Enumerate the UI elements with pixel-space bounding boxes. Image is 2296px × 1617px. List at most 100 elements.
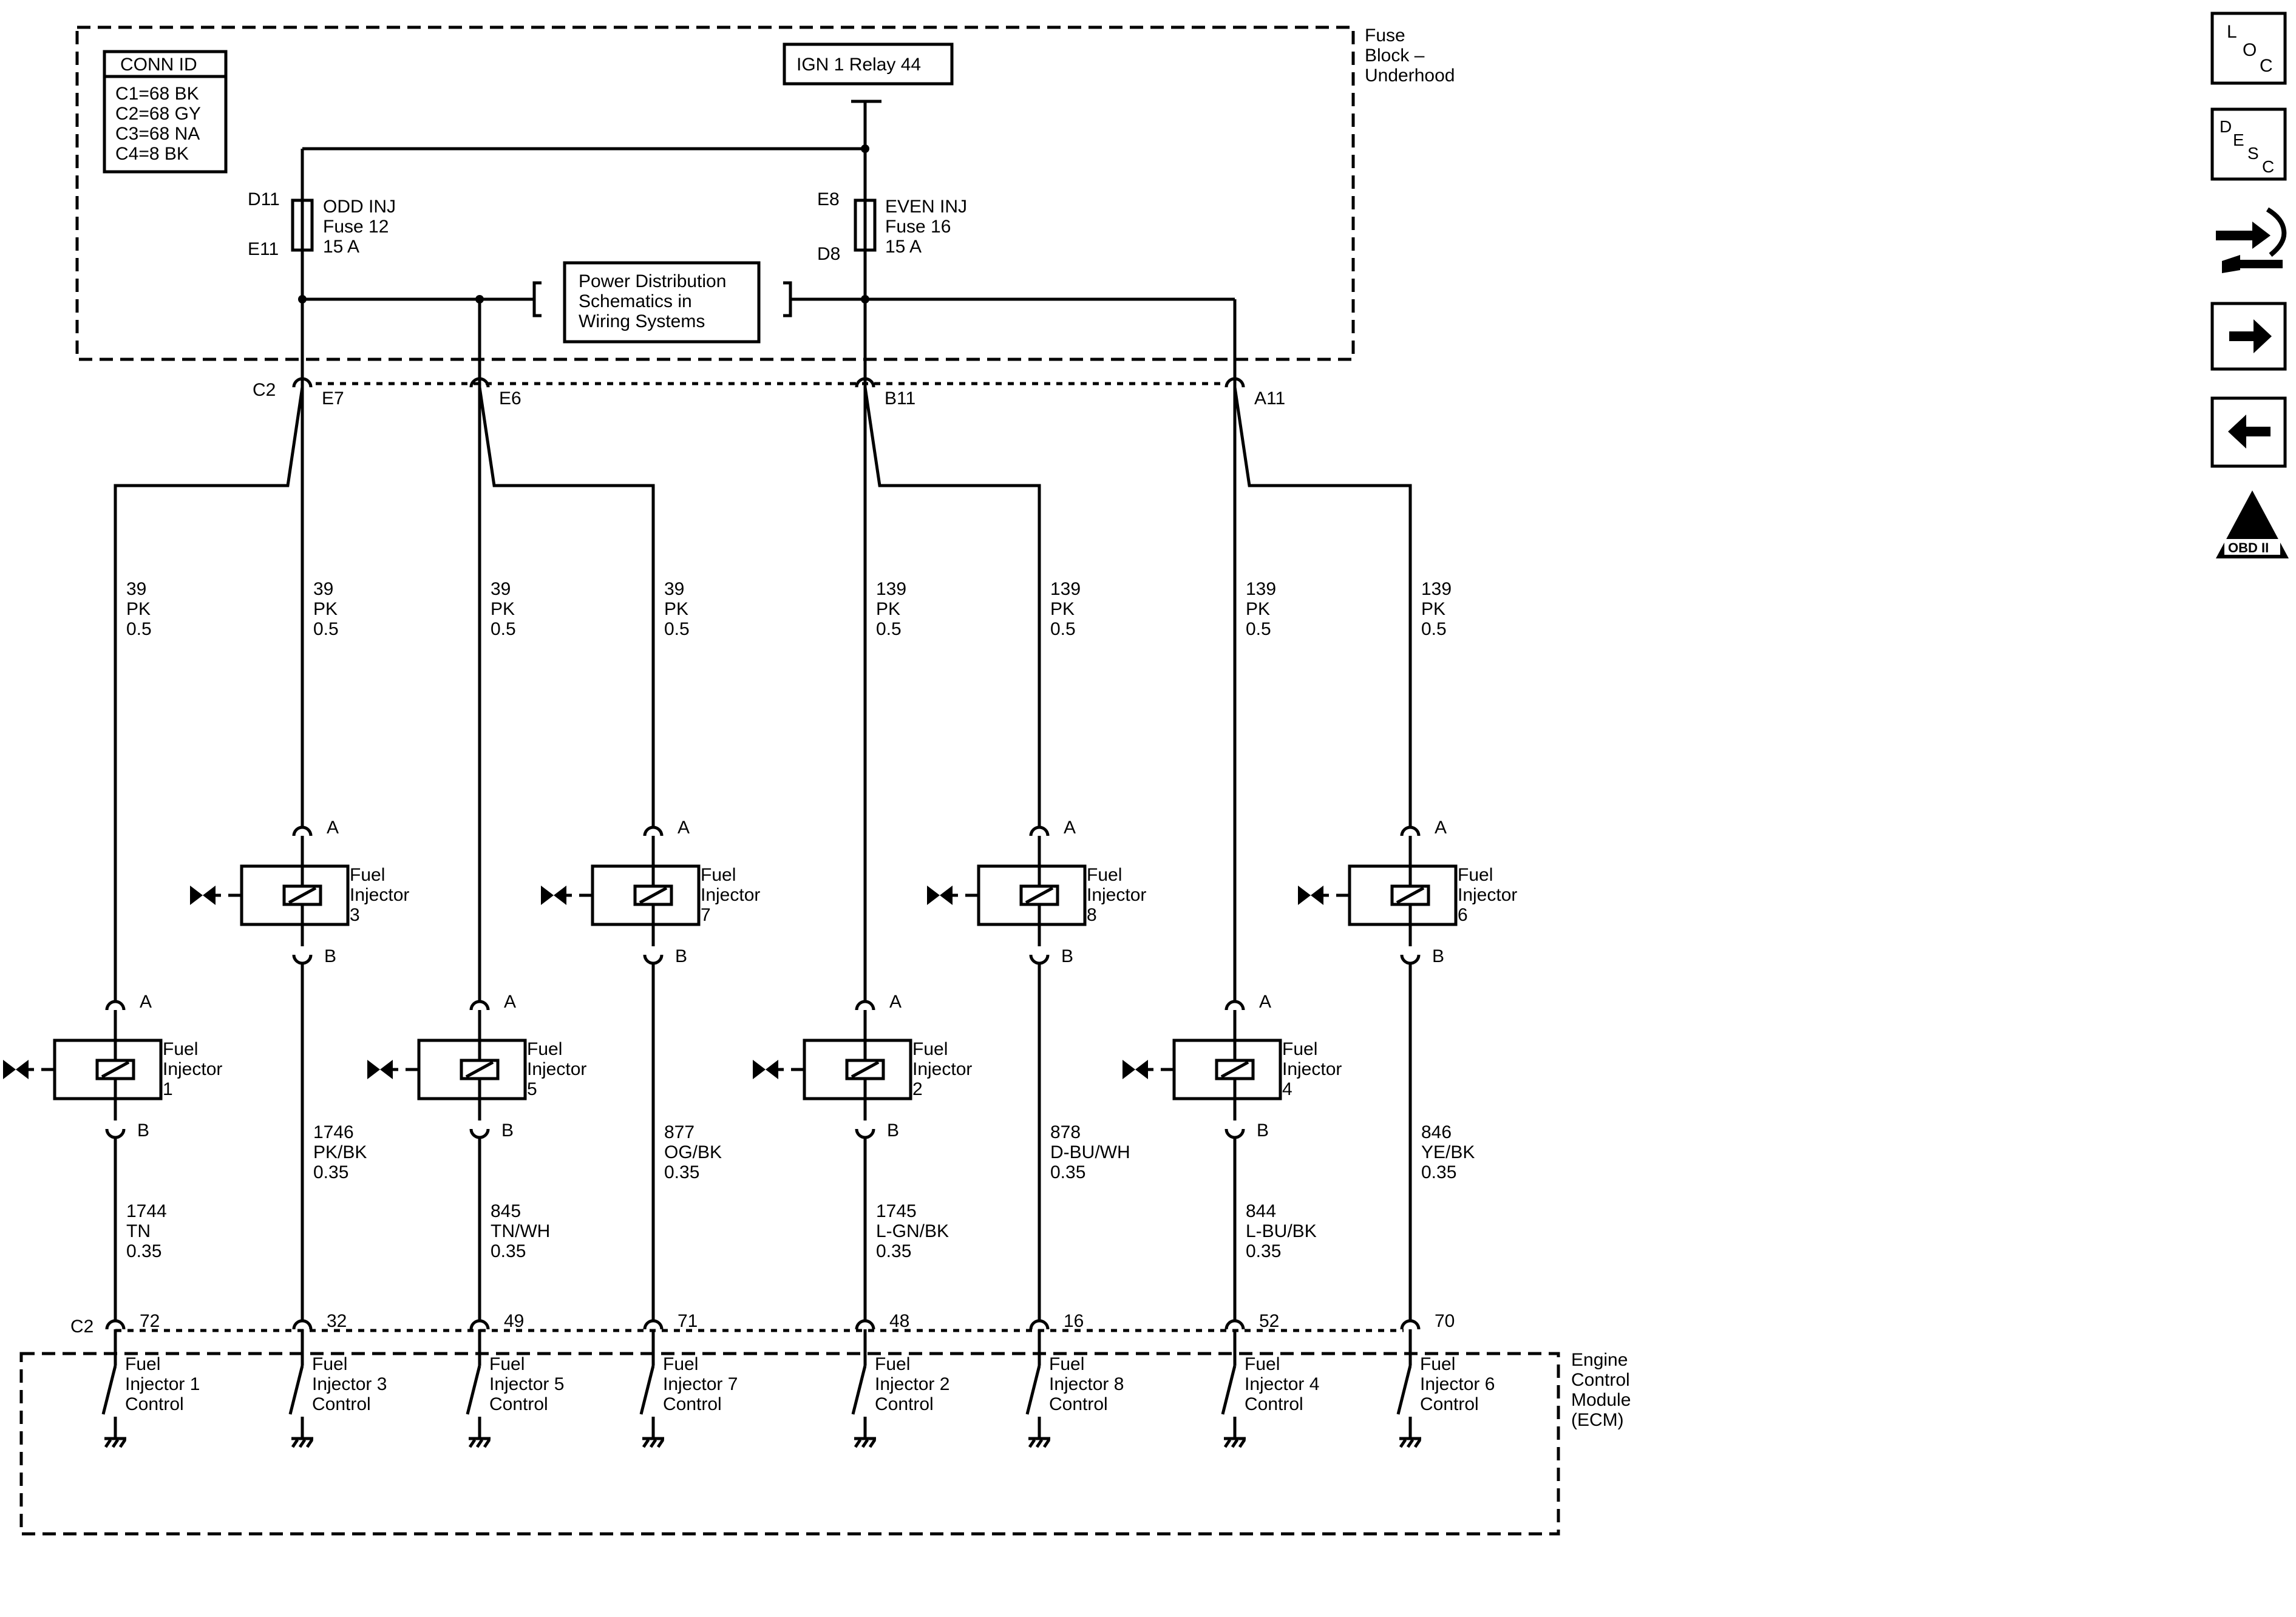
- injector-circuit-8: 139PK0.5ABFuelInjector6846YE/BK0.35FuelI…: [1233, 387, 1517, 1448]
- power-dist-line-3: Wiring Systems: [579, 311, 705, 331]
- ecm-driver-label-2: Injector 4: [1245, 1374, 1319, 1394]
- control-wire-gauge: 0.35: [664, 1162, 699, 1182]
- connector-c2-top-pin-b11: B11: [885, 388, 915, 408]
- ecm-driver-label-2: Injector 5: [489, 1374, 564, 1394]
- injector-label-1: Fuel: [163, 1039, 198, 1059]
- fuse-odd-line-3: 15 A: [323, 237, 359, 257]
- control-wire-circuit: 877: [664, 1122, 695, 1142]
- injector-label-3: 7: [701, 905, 711, 925]
- conn-id-line-1: C1=68 BK: [115, 84, 199, 104]
- loc-letter-1: L: [2227, 22, 2237, 42]
- feed-wire-circuit: 39: [664, 579, 684, 599]
- fuse-even-bottom-pin: D8: [817, 244, 840, 264]
- connector-c2-bottom-pin-48: 48: [889, 1311, 909, 1331]
- feed-wire-gauge: 0.5: [1050, 619, 1076, 639]
- desc-letter-2: E: [2233, 131, 2244, 149]
- fuse-block-title-2: Block –: [1365, 46, 1425, 66]
- ecm-driver-label-3: Control: [1420, 1394, 1479, 1414]
- connector-c2-bottom-pin-49: 49: [504, 1311, 524, 1331]
- control-wire-color: L-GN/BK: [876, 1221, 949, 1241]
- injector-label-1: Fuel: [912, 1039, 948, 1059]
- control-wire-circuit: 878: [1050, 1122, 1081, 1142]
- ecm-driver-label-2: Injector 8: [1049, 1374, 1124, 1394]
- feed-wire: [114, 387, 304, 1003]
- obd-ii-mark: II: [2240, 509, 2256, 540]
- feed-wire: [1233, 387, 1412, 829]
- obd-ii-icon[interactable]: II OBD II: [2216, 490, 2289, 558]
- feed-wire-gauge: 0.5: [1246, 619, 1271, 639]
- desc-letter-1: D: [2220, 117, 2232, 136]
- diagnostic-tool-icon[interactable]: [2216, 207, 2287, 273]
- ecm-driver-label-1: Fuel: [489, 1354, 525, 1374]
- control-wire-gauge: 0.35: [876, 1241, 911, 1261]
- fuse-odd-top-pin: D11: [248, 189, 280, 209]
- injector-label-2: Injector: [1282, 1059, 1342, 1079]
- control-wire-circuit: 1744: [126, 1201, 167, 1221]
- injector-label-1: Fuel: [350, 865, 385, 885]
- feed-wire-gauge: 0.5: [876, 619, 902, 639]
- feed-wire-circuit: 139: [1246, 579, 1276, 599]
- fuse-even-inj: E8 D8 EVEN INJ Fuse 16 15 A: [817, 189, 967, 264]
- power-distribution-reference[interactable]: Power Distribution Schematics in Wiring …: [298, 261, 1237, 387]
- injector-label-2: Injector: [350, 885, 409, 905]
- feed-wire-color: PK: [491, 599, 515, 619]
- fuse-even-line-2: Fuse 16: [885, 217, 951, 237]
- conn-id-line-3: C3=68 NA: [115, 124, 200, 144]
- injector-label-3: 4: [1282, 1079, 1292, 1099]
- injector-label-3: 2: [912, 1079, 923, 1099]
- desc-button[interactable]: D E S C: [2210, 107, 2287, 181]
- fuse-block-title-3: Underhood: [1365, 66, 1455, 86]
- connector-c2-top-pin-e6: E6: [499, 388, 521, 408]
- power-dist-line-1: Power Distribution: [579, 271, 726, 291]
- injector-circuit-5: 139PK0.5ABFuelInjector21745L-GN/BK0.35Fu…: [753, 387, 972, 1448]
- injector-pin-b: B: [887, 1120, 899, 1141]
- desc-letter-3: S: [2247, 144, 2259, 163]
- loc-button[interactable]: L O C: [2210, 12, 2287, 85]
- connector-c2-top-pin-a11: A11: [1254, 388, 1285, 408]
- control-wire-circuit: 844: [1246, 1201, 1276, 1221]
- ecm-driver-label-1: Fuel: [125, 1354, 160, 1374]
- feed-wire-color: PK: [1246, 599, 1270, 619]
- ecm-driver-label-1: Fuel: [312, 1354, 347, 1374]
- ecm-driver-label-3: Control: [875, 1394, 934, 1414]
- control-wire-gauge: 0.35: [126, 1241, 161, 1261]
- injector-pin-a: A: [1259, 992, 1271, 1012]
- injector-label-3: 5: [527, 1079, 537, 1099]
- conn-id-box: CONN ID C1=68 BK C2=68 GY C3=68 NA C4=8 …: [103, 50, 228, 174]
- control-wire-color: D-BU/WH: [1050, 1142, 1130, 1162]
- feed-wire-gauge: 0.5: [1421, 619, 1447, 639]
- ecm-driver-label-2: Injector 6: [1420, 1374, 1495, 1394]
- injector-pin-a: A: [504, 992, 516, 1012]
- next-arrow-icon[interactable]: [2210, 302, 2287, 371]
- control-wire-color: PK/BK: [313, 1142, 367, 1162]
- fuse-odd-line-2: Fuse 12: [323, 217, 389, 237]
- control-wire-color: OG/BK: [664, 1142, 722, 1162]
- ecm-driver-label-1: Fuel: [875, 1354, 910, 1374]
- connector-c2-top-label: C2: [253, 380, 276, 400]
- injector-pin-b: B: [1061, 946, 1073, 966]
- injector-label-3: 3: [350, 905, 360, 925]
- feed-wire-color: PK: [876, 599, 900, 619]
- previous-arrow-icon[interactable]: [2210, 396, 2287, 468]
- injector-label-3: 1: [163, 1079, 173, 1099]
- engine-control-module: Engine Control Module (ECM): [19, 1350, 1631, 1536]
- feed-wire-color: PK: [313, 599, 338, 619]
- injector-label-3: 6: [1458, 905, 1468, 925]
- ecm-driver-label-2: Injector 1: [125, 1374, 200, 1394]
- control-wire-gauge: 0.35: [313, 1162, 348, 1182]
- obd-ii-label: OBD II: [2228, 540, 2269, 555]
- conn-id-header: CONN ID: [120, 55, 197, 75]
- injector-label-1: Fuel: [527, 1039, 562, 1059]
